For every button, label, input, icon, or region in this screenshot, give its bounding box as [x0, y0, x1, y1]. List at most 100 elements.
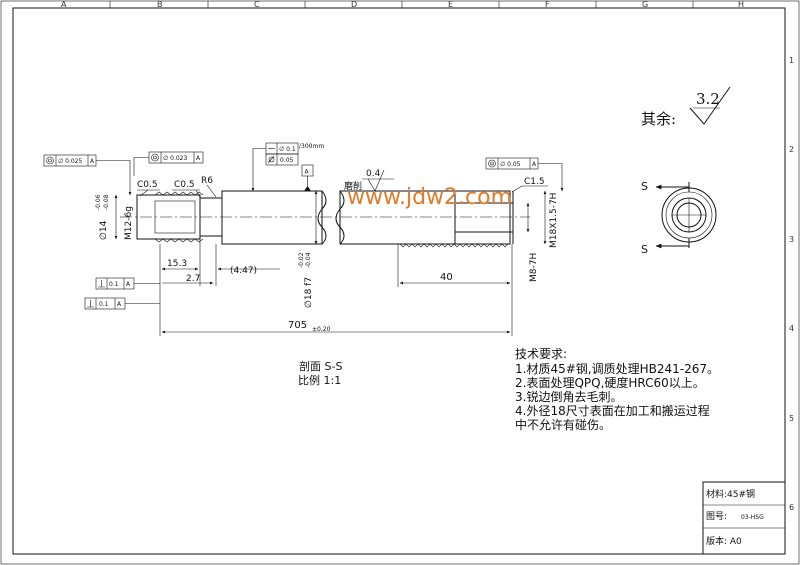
leader-c0-5-b-arrow	[195, 189, 201, 198]
notes-heading: 技术要求:	[515, 347, 567, 361]
perpendicularity-icon-2	[87, 300, 94, 308]
dim-chamfer-3: C1.5	[524, 177, 545, 187]
dim-dia14: ∅14	[99, 220, 109, 240]
grind-depth: 0.4	[366, 169, 381, 179]
roughness-note: 其余: 3.2	[641, 86, 731, 128]
right-thread-teeth	[399, 243, 509, 248]
roughness-value: 3.2	[696, 90, 720, 108]
zone-col-b: B	[157, 0, 163, 9]
dim-chamfer-2: C0.5	[174, 180, 195, 190]
dim-dia14-tol-bottom: -0.08	[103, 194, 110, 210]
section-scale: 比例 1:1	[298, 373, 341, 387]
gdt-frame-2-ref: A	[196, 155, 201, 162]
gdt-frame-2-leader	[133, 157, 149, 176]
dim-15-3: 15.3	[167, 259, 187, 269]
dim-thread-inner: M8-7H	[529, 253, 539, 282]
leader-c0-5-a-arrow	[139, 189, 149, 197]
datum-label: A	[305, 169, 310, 176]
dim-dia14-tol-top: -0.06	[95, 194, 102, 210]
roughness-label: 其余:	[641, 110, 676, 128]
zone-row-3: 3	[789, 235, 794, 244]
drawing-frame	[12, 7, 786, 555]
dim-thread-left: M12-6g	[124, 206, 134, 240]
cylindricity-icon	[268, 156, 275, 163]
gdt-frame-1-value: ∅ 0.025	[58, 158, 82, 165]
left-thread-teeth-bottom	[154, 238, 204, 243]
gdt-frame-5	[265, 153, 299, 166]
gdt-frame-4-leader	[251, 148, 266, 192]
zone-col-c: C	[254, 0, 260, 9]
gdt-frame-3-leader	[538, 163, 564, 192]
dim-40: 40	[440, 272, 453, 283]
dim-radius: R6	[201, 176, 213, 186]
section-marker-top: S	[641, 180, 648, 193]
leader-r6	[206, 184, 217, 198]
gdt-frame-4-per: /300mm	[299, 143, 324, 150]
gdt-frame-3-value: ∅ 0.05	[500, 161, 521, 168]
concentricity-icon-3	[488, 159, 496, 168]
title-drawing-no: 03-HSG	[741, 514, 764, 521]
grind-symbol	[367, 169, 385, 192]
gdt-frame-7-value: 0.1	[99, 301, 109, 308]
zone-row-6: 6	[789, 503, 794, 512]
gdt-frame-1-leader	[96, 160, 132, 196]
grind-label: 磨削	[344, 180, 362, 192]
zone-row-4: 4	[789, 324, 794, 333]
dim-chamfer-1: C0.5	[137, 180, 158, 190]
zone-col-d: D	[351, 0, 357, 9]
zone-col-h: H	[738, 0, 744, 9]
zone-col-a: A	[61, 0, 67, 9]
dim-dia18-tol-top: -0.02	[298, 252, 305, 268]
break-line-left	[317, 190, 327, 245]
gdt-frame-3-ref: A	[532, 161, 537, 168]
title-version: 版本: A0	[706, 535, 742, 547]
title-block-frame	[702, 481, 786, 555]
dim-overall-length: 705	[288, 320, 307, 331]
zone-columns: A B C D E F G H	[61, 0, 744, 9]
dim-thread-right: M18X1.5-7H	[549, 193, 559, 248]
watermark: www.jdw2.com	[347, 185, 512, 210]
note-4-continued: 中不允许有碰伤。	[515, 417, 611, 432]
note-3: 3.锐边倒角去毛刺。	[515, 390, 622, 404]
note-1: 1.材质45#钢,调质处理HB241-267。	[515, 362, 719, 376]
zone-row-2: 2	[789, 145, 794, 154]
dim-2-7: 2.7	[186, 274, 200, 284]
gdt-frame-7-ref: A	[117, 301, 122, 308]
left-thread-teeth-top	[154, 191, 204, 196]
shaft-view	[120, 190, 530, 248]
gdt-frames: ∅ 0.025 A ∅ 0.023 A ∅ 0.05 A ∅ 0.1 /300m…	[43, 142, 564, 310]
leader-c1-5-arrow	[511, 185, 523, 193]
note-4: 4.外径18尺寸表面在加工和搬运过程	[515, 403, 710, 418]
zone-row-1: 1	[789, 56, 794, 65]
gdt-frame-2-value: ∅ 0.023	[163, 155, 187, 162]
section-view: S S 剖面 S-S 比例 1:1	[298, 180, 717, 387]
dim-dia18-tol-bottom: -0.04	[305, 252, 312, 268]
title-drawing-no-label: 图号:	[706, 511, 727, 522]
zone-col-e: E	[448, 0, 453, 9]
dimensions: 705 ±0.20 15.3 2.7 (4.47) 40 ∅14 -0.06 -…	[95, 169, 559, 336]
dim-4-47: (4.47)	[230, 266, 257, 276]
zone-rows: 1 2 3 4 5 6	[789, 56, 794, 512]
section-marker-bottom: S	[641, 243, 648, 256]
dim-dia18: ∅18 f7	[304, 277, 314, 308]
perpendicularity-icon	[98, 280, 105, 288]
gdt-frame-4-value: ∅ 0.1	[279, 146, 296, 153]
shaft-body-left	[221, 190, 323, 245]
zone-col-g: G	[642, 0, 648, 9]
zone-col-f: F	[545, 0, 550, 9]
gdt-frame-1-ref: A	[90, 158, 95, 165]
roughness-symbol	[689, 86, 731, 125]
section-title: 剖面 S-S	[299, 359, 342, 373]
zone-row-5: 5	[789, 414, 794, 423]
break-line-right	[335, 190, 345, 245]
concentricity-icon	[46, 156, 54, 165]
concentricity-icon-2	[151, 153, 159, 162]
gdt-frame-6-ref: A	[126, 281, 131, 288]
gdt-frame-5-value: 0.05	[280, 157, 294, 164]
note-2: 2.表面处理QPQ,硬度HRC60以上。	[515, 375, 705, 390]
title-material: 材料:45#钢	[706, 488, 755, 500]
technical-requirements: 技术要求: 1.材质45#钢,调质处理HB241-267。 2.表面处理QPQ,…	[515, 347, 719, 432]
datum-triangle	[304, 186, 311, 191]
